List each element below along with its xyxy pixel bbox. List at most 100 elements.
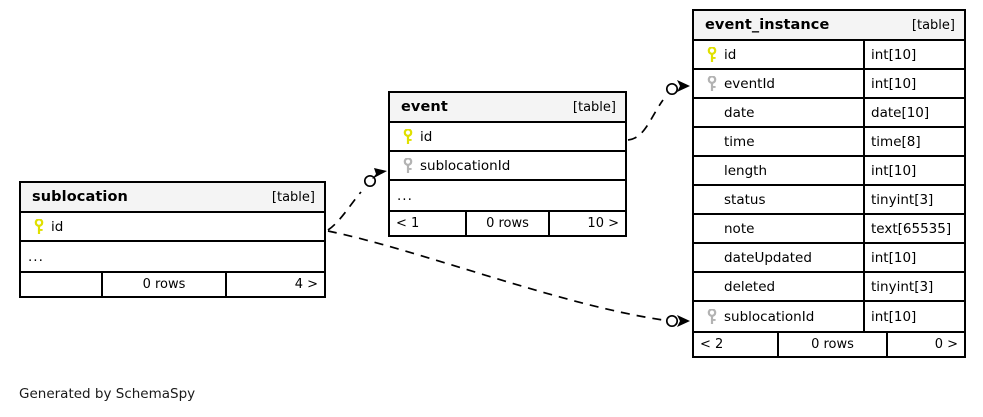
parent-count[interactable]: < 1 <box>396 216 420 231</box>
column-type: time[8] <box>863 128 964 155</box>
column-name-cell: id <box>694 41 863 68</box>
column-type: tinyint[3] <box>863 273 964 300</box>
table-title: event_instance <box>705 17 830 33</box>
table-footer-event: < 1 0 rows 10 > <box>390 210 625 235</box>
crowfoot-marker <box>372 168 387 179</box>
column-name: length <box>724 162 768 179</box>
table-columns-sublocation: id ... <box>21 213 324 271</box>
column-type: int[10] <box>863 244 964 271</box>
parent-count[interactable] <box>21 273 101 296</box>
no-key-icon <box>702 104 721 121</box>
table-row[interactable]: time time[8] <box>694 128 964 157</box>
key-icon <box>398 157 417 174</box>
column-name-cell: eventId <box>694 70 863 97</box>
table-row[interactable]: id int[10] <box>694 41 964 70</box>
table-kind-label: [table] <box>572 99 616 115</box>
key-icon <box>702 75 721 92</box>
column-name: id <box>724 46 737 63</box>
table-row[interactable]: eventId int[10] <box>694 70 964 99</box>
column-name: status <box>724 191 766 208</box>
table-row-more-columns[interactable]: ... <box>390 181 625 210</box>
column-name-cell: sublocationId <box>390 152 625 179</box>
table-footer-event-instance: < 2 0 rows 0 > <box>694 331 964 356</box>
column-name: note <box>724 220 755 237</box>
key-icon <box>29 218 48 235</box>
table-row[interactable]: deleted tinyint[3] <box>694 273 964 302</box>
child-count[interactable]: 10 > <box>587 216 619 231</box>
table-row[interactable]: dateUpdated int[10] <box>694 244 964 273</box>
crowfoot-marker <box>677 315 690 327</box>
column-name-cell: note <box>694 215 863 242</box>
column-name: sublocationId <box>724 308 815 325</box>
column-name-cell: deleted <box>694 273 863 300</box>
column-type: int[10] <box>863 302 964 331</box>
more-columns-ellipsis: ... <box>28 248 44 265</box>
optional-marker <box>363 174 377 188</box>
column-name: id <box>420 128 433 145</box>
no-key-icon <box>702 162 721 179</box>
column-type: date[10] <box>863 99 964 126</box>
table-columns-event-instance: id int[10] eventId int[10] <box>694 41 964 331</box>
column-name-cell: sublocationId <box>694 302 863 331</box>
key-icon <box>702 308 721 325</box>
column-name-cell: length <box>694 157 863 184</box>
table-row[interactable]: date date[10] <box>694 99 964 128</box>
row-count: 0 rows <box>465 212 550 235</box>
column-name: time <box>724 133 755 150</box>
column-type: text[65535] <box>863 215 964 242</box>
more-columns-ellipsis: ... <box>397 187 413 204</box>
no-key-icon <box>702 278 721 295</box>
table-row[interactable]: note text[65535] <box>694 215 964 244</box>
table-row[interactable]: sublocationId int[10] <box>694 302 964 331</box>
table-title: sublocation <box>32 189 128 205</box>
column-type: int[10] <box>863 70 964 97</box>
column-type: tinyint[3] <box>863 186 964 213</box>
table-row[interactable]: id <box>390 123 625 152</box>
column-name: deleted <box>724 278 776 295</box>
column-name: sublocationId <box>420 157 511 174</box>
parent-count[interactable]: < 2 <box>700 337 724 352</box>
table-event-instance[interactable]: event_instance [table] id int[10] <box>692 9 966 358</box>
column-type: int[10] <box>863 41 964 68</box>
table-row[interactable]: length int[10] <box>694 157 964 186</box>
relationship-event-to-event-instance <box>627 80 690 141</box>
column-name-cell: date <box>694 99 863 126</box>
table-header-event: event [table] <box>390 93 625 123</box>
key-icon <box>398 128 417 145</box>
no-key-icon <box>702 249 721 266</box>
optional-marker <box>665 82 679 96</box>
column-name: id <box>51 218 64 235</box>
column-name-cell: dateUpdated <box>694 244 863 271</box>
child-count[interactable]: 4 > <box>294 277 318 292</box>
table-kind-label: [table] <box>911 17 955 33</box>
relationship-sublocation-to-event <box>327 168 387 231</box>
table-row[interactable]: sublocationId <box>390 152 625 181</box>
column-name: eventId <box>724 75 776 92</box>
table-header-event-instance: event_instance [table] <box>694 11 964 41</box>
column-name: date <box>724 104 755 121</box>
column-name-cell: id <box>390 123 625 150</box>
row-count: 0 rows <box>777 333 888 356</box>
generated-by-caption: Generated by SchemaSpy <box>19 386 196 402</box>
key-icon <box>702 46 721 63</box>
column-name-cell: time <box>694 128 863 155</box>
table-row-more-columns[interactable]: ... <box>21 242 324 271</box>
table-event[interactable]: event [table] id <box>388 91 627 237</box>
table-row[interactable]: id <box>21 213 324 242</box>
no-key-icon <box>702 220 721 237</box>
crowfoot-marker <box>677 80 690 92</box>
table-title: event <box>401 99 448 115</box>
column-name-cell: status <box>694 186 863 213</box>
no-key-icon <box>702 191 721 208</box>
table-row[interactable]: status tinyint[3] <box>694 186 964 215</box>
column-type: int[10] <box>863 157 964 184</box>
child-count[interactable]: 0 > <box>934 337 958 352</box>
column-name: dateUpdated <box>724 249 812 266</box>
no-key-icon <box>702 133 721 150</box>
table-footer-sublocation: 0 rows 4 > <box>21 271 324 296</box>
row-count: 0 rows <box>101 273 227 296</box>
relationship-sublocation-to-event-instance <box>327 230 690 328</box>
table-sublocation[interactable]: sublocation [table] id ... <box>19 181 326 298</box>
table-kind-label: [table] <box>271 189 315 205</box>
